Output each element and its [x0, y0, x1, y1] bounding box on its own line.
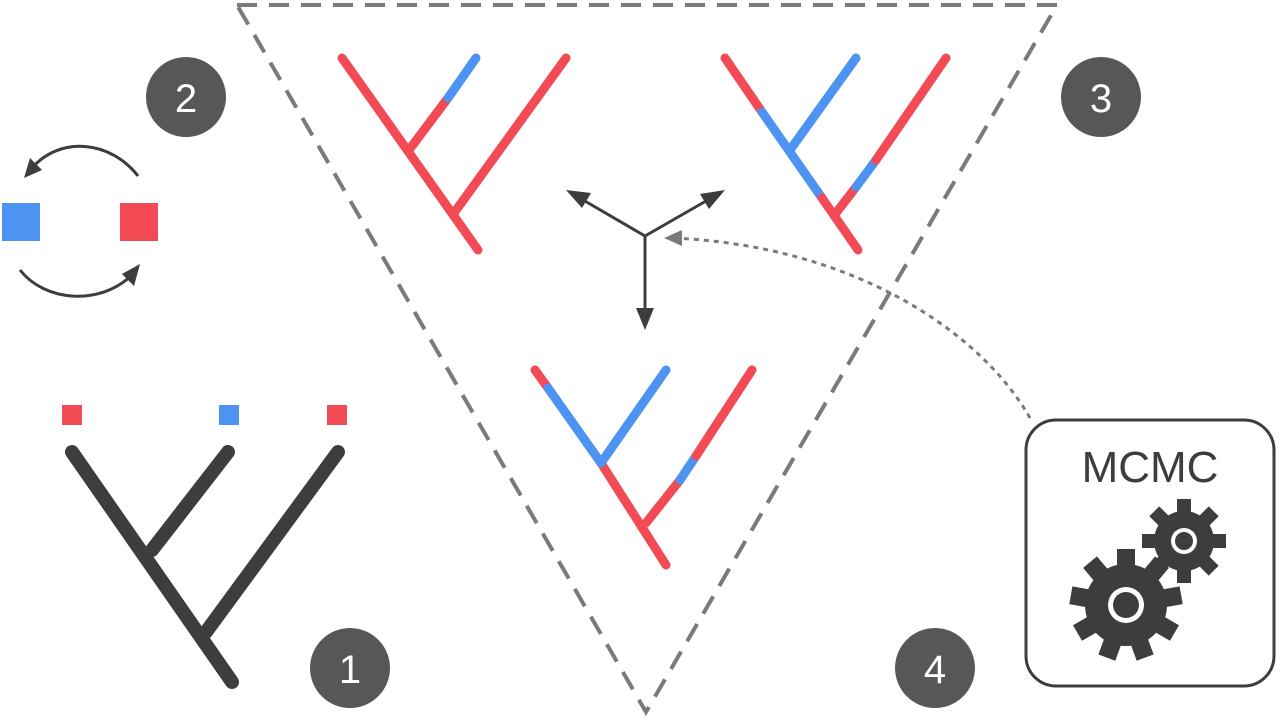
- tip-state-red-1: [62, 405, 82, 425]
- state-red-square: [120, 203, 158, 241]
- transition-arrow-bottom: [18, 269, 134, 298]
- transition-arrow-bottom-head: [122, 264, 140, 286]
- badge-step-1: 1: [310, 628, 390, 708]
- badge-label: 3: [1090, 77, 1112, 121]
- gear-large-icon: [1069, 549, 1183, 661]
- arrow-head-right: [700, 190, 725, 209]
- history-tree-c: [530, 365, 757, 570]
- badge-step-3: 3: [1061, 57, 1141, 137]
- tip-state-blue: [219, 405, 239, 425]
- history-tree-a: [337, 53, 571, 255]
- transition-arrow-top-head: [24, 158, 42, 178]
- base-tree: [65, 445, 345, 689]
- mcmc-link-arrow: [671, 236, 1032, 419]
- badge-label: 2: [175, 77, 197, 121]
- badge-label: 1: [339, 648, 361, 692]
- badge-step-2: 2: [146, 57, 226, 137]
- transition-arrow-top: [30, 144, 140, 177]
- mcmc-box: MCMC: [1024, 418, 1276, 688]
- state-blue-square: [2, 203, 40, 241]
- arrow-head-left: [566, 190, 591, 208]
- arrow-head-down: [636, 308, 654, 330]
- mcmc-link-arrow-head: [664, 230, 682, 246]
- mcmc-label: MCMC: [1082, 443, 1219, 492]
- proposal-arrows: [577, 195, 714, 318]
- proposal-triangle: [233, 3, 1061, 716]
- badge-label: 4: [924, 648, 946, 692]
- badge-step-4: 4: [895, 628, 975, 708]
- state-transition-diagram: [2, 144, 158, 298]
- tip-state-red-2: [327, 405, 347, 425]
- history-tree-b: [720, 53, 951, 255]
